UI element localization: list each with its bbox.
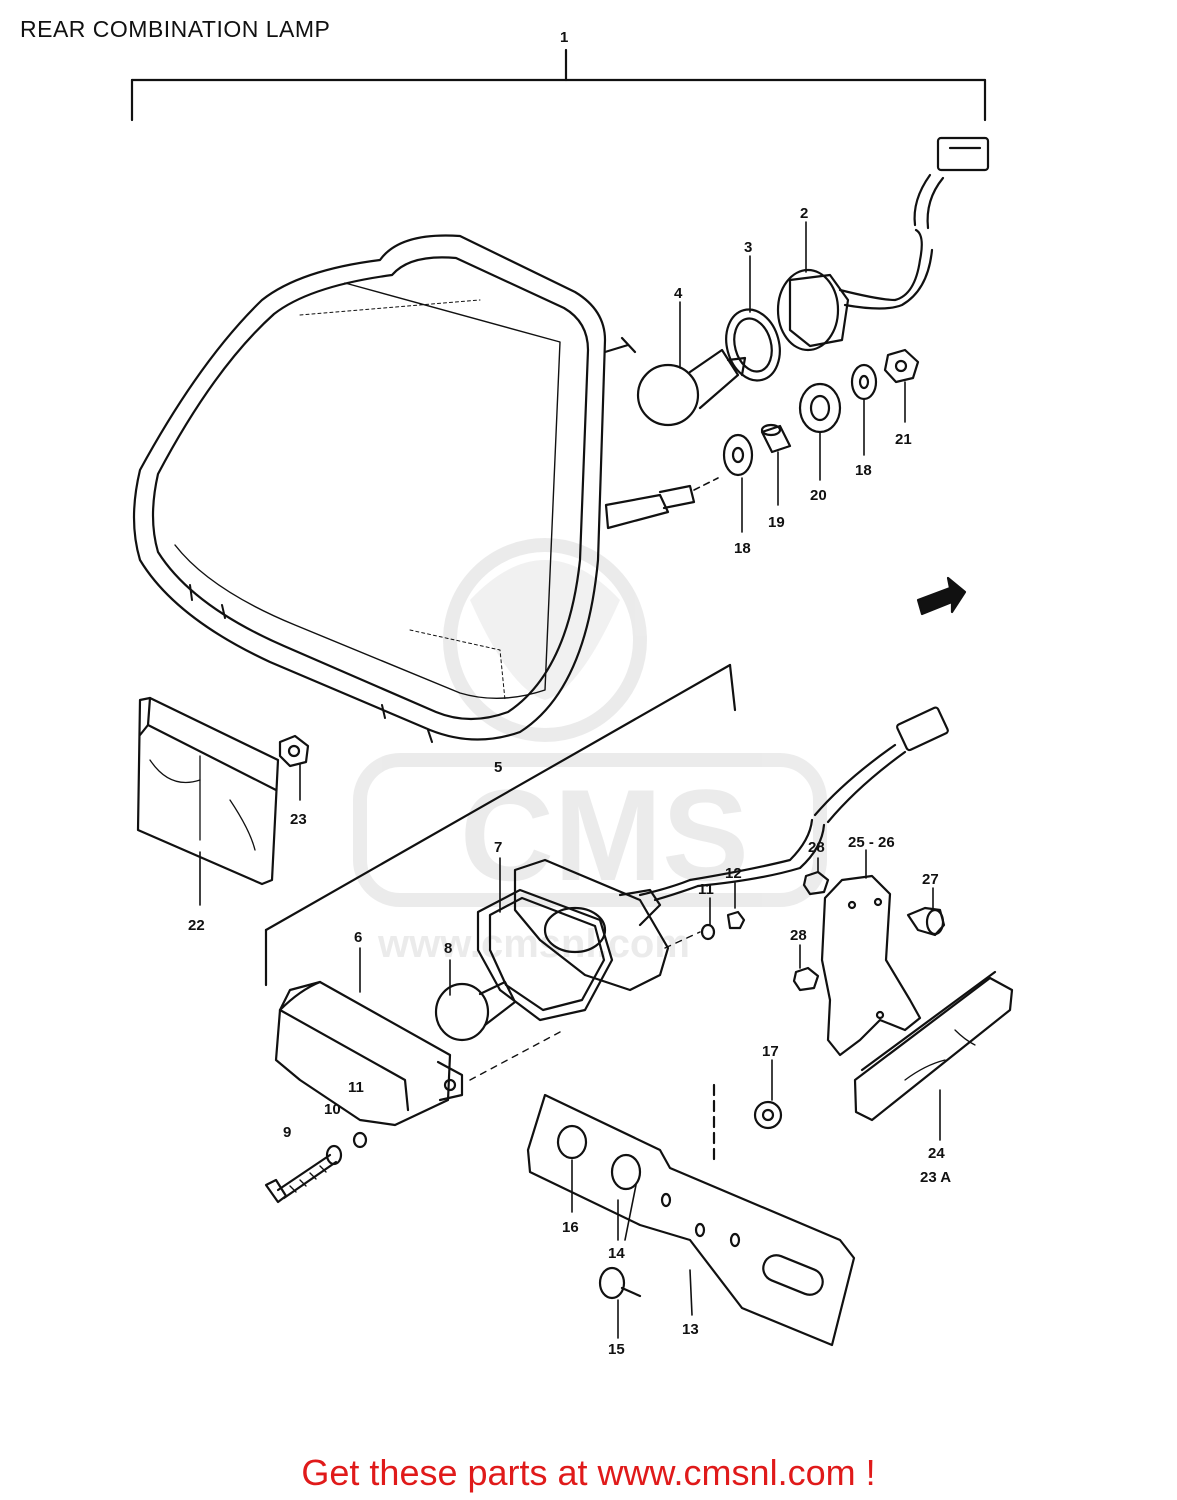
callout-21: 21 bbox=[895, 431, 912, 448]
side-reflector-24 bbox=[853, 970, 1014, 1122]
callout-11-upper: 11 bbox=[698, 881, 714, 898]
callout-3: 3 bbox=[744, 239, 752, 256]
callout-12: 12 bbox=[725, 865, 742, 882]
callout-14: 14 bbox=[608, 1245, 625, 1262]
assembly-5-bracket bbox=[264, 663, 737, 987]
socket-gasket-3 bbox=[725, 308, 781, 382]
callout-19: 19 bbox=[768, 514, 785, 531]
assembly-1-bracket bbox=[130, 48, 987, 122]
bulb-8 bbox=[434, 980, 517, 1042]
diagram-title: REAR COMBINATION LAMP bbox=[20, 16, 331, 42]
footer-cta: Get these parts at www.cmsnl.com ! bbox=[0, 1452, 1177, 1494]
washer-11-lower bbox=[352, 1131, 368, 1149]
callout-13: 13 bbox=[682, 1321, 699, 1338]
callout-5: 5 bbox=[494, 759, 502, 776]
reflector-22 bbox=[136, 696, 280, 886]
callout-8: 8 bbox=[444, 940, 452, 957]
tail-lamp-housing bbox=[132, 234, 696, 743]
callout-7: 7 bbox=[494, 839, 502, 856]
watermark-logo: CMS bbox=[460, 762, 749, 908]
watermark-url: www.cmsnl.com bbox=[377, 922, 690, 966]
front-direction-arrow bbox=[916, 576, 967, 616]
license-lamp-wiring bbox=[688, 706, 949, 888]
callout-2: 2 bbox=[800, 205, 808, 222]
cms-watermark: CMS www.cmsnl.com bbox=[353, 538, 827, 966]
footer-cta-prefix: Get these parts at bbox=[301, 1452, 598, 1493]
bolt-27 bbox=[906, 906, 946, 937]
callout-1: 1 bbox=[560, 29, 568, 46]
lamp-body-gasket-7 bbox=[476, 858, 700, 1022]
callout-22: 22 bbox=[188, 917, 205, 934]
washer-14 bbox=[610, 1153, 642, 1191]
callout-28-lower: 28 bbox=[790, 927, 807, 944]
callout-11-lower: 11 bbox=[348, 1079, 364, 1096]
washer-10 bbox=[325, 1144, 343, 1166]
callout-labels: 1 2 3 4 21 18 20 19 18 23 22 5 7 6 8 11 … bbox=[188, 29, 951, 1358]
screw-9 bbox=[264, 1153, 338, 1204]
callout-24: 24 bbox=[928, 1145, 945, 1162]
callout-27: 27 bbox=[922, 871, 939, 888]
screw-15 bbox=[598, 1266, 642, 1300]
callout-16: 16 bbox=[562, 1219, 579, 1236]
callout-17: 17 bbox=[762, 1043, 779, 1060]
nut-28-lower bbox=[792, 966, 820, 992]
license-lamp-lens-6 bbox=[274, 980, 464, 1127]
washer-11-upper bbox=[700, 923, 716, 941]
callout-18-upper: 18 bbox=[855, 462, 872, 479]
callout-15: 15 bbox=[608, 1341, 625, 1358]
callout-10: 10 bbox=[324, 1101, 341, 1118]
callout-28-upper: 28 bbox=[808, 839, 825, 856]
footer-cta-suffix: ! bbox=[855, 1452, 876, 1493]
grommet-17 bbox=[753, 1100, 783, 1130]
grommet-20 bbox=[798, 382, 842, 434]
callout-18-lower: 18 bbox=[734, 540, 751, 557]
callout-6: 6 bbox=[354, 929, 362, 946]
nut-21 bbox=[883, 348, 920, 384]
bulb-4 bbox=[636, 348, 747, 427]
nut-12 bbox=[726, 910, 746, 930]
bulb-socket-2 bbox=[776, 136, 990, 352]
nut-23 bbox=[278, 734, 310, 768]
license-bracket-13 bbox=[526, 1093, 856, 1347]
callout-9: 9 bbox=[283, 1124, 291, 1141]
callout-25-26: 25 - 26 bbox=[848, 834, 895, 851]
callout-20: 20 bbox=[810, 487, 827, 504]
bracket-25-26 bbox=[820, 874, 922, 1057]
callout-leaders bbox=[199, 221, 941, 1339]
callout-23: 23 bbox=[290, 811, 307, 828]
rivet-16 bbox=[556, 1124, 588, 1160]
washer-18-upper bbox=[850, 363, 878, 401]
footer-cta-link[interactable]: www.cmsnl.com bbox=[597, 1452, 856, 1493]
washer-18-lower bbox=[722, 433, 754, 477]
callout-4: 4 bbox=[674, 285, 683, 302]
callout-23a: 23 A bbox=[920, 1169, 951, 1186]
collar-19 bbox=[760, 423, 792, 454]
